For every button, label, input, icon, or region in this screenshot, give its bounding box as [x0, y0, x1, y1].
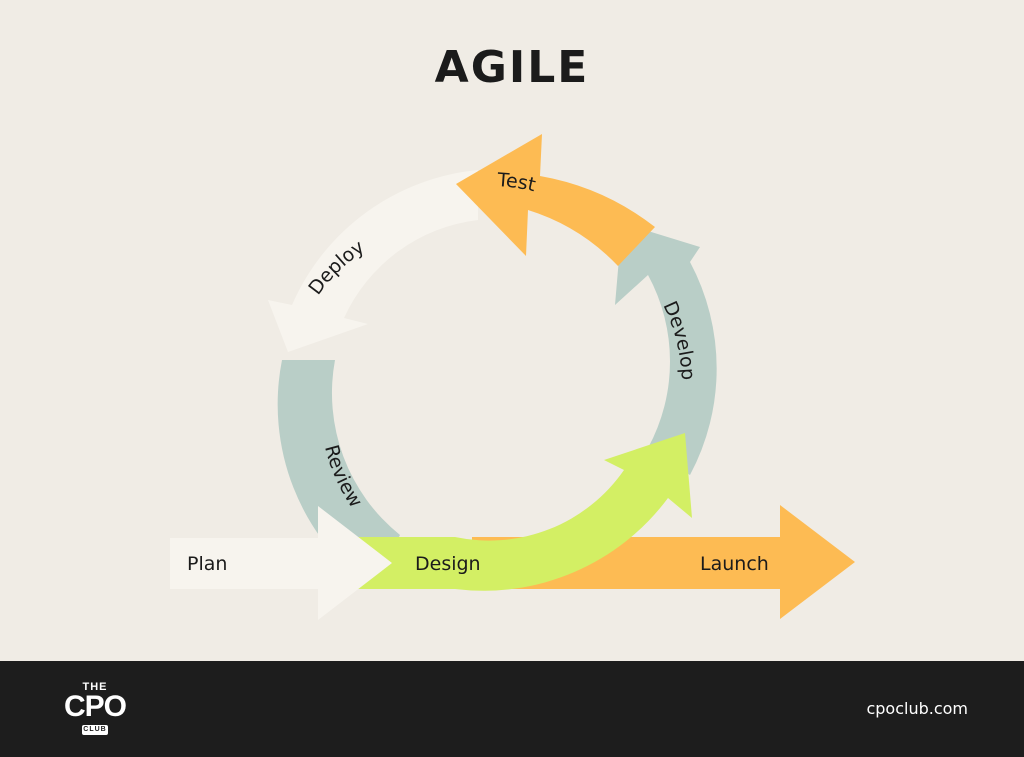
develop-arrow	[615, 223, 717, 475]
launch-label: Launch	[700, 553, 769, 575]
design-label: Design	[415, 553, 481, 575]
launch-arrow	[472, 505, 855, 619]
logo-the-text: THE	[82, 681, 108, 693]
diagram-title: AGILE	[434, 42, 590, 93]
review-arrow	[277, 360, 400, 589]
design-arrow	[350, 433, 692, 591]
test-arrow	[456, 134, 655, 266]
cpo-club-logo[interactable]: THE CPO CLUB	[58, 681, 138, 741]
plan-label: Plan	[187, 553, 227, 575]
logo-club-badge: CLUB	[82, 725, 108, 735]
logo-cpo-text: CPO	[63, 690, 127, 723]
plan-arrow	[170, 506, 392, 620]
footer-bar: THE CPO CLUB cpoclub.com	[0, 661, 1024, 757]
deploy-arrow	[268, 170, 478, 352]
website-link[interactable]: cpoclub.com	[866, 699, 968, 718]
agile-cycle-diagram: Plan Design Launch Deploy Test Develop R…	[170, 134, 855, 620]
